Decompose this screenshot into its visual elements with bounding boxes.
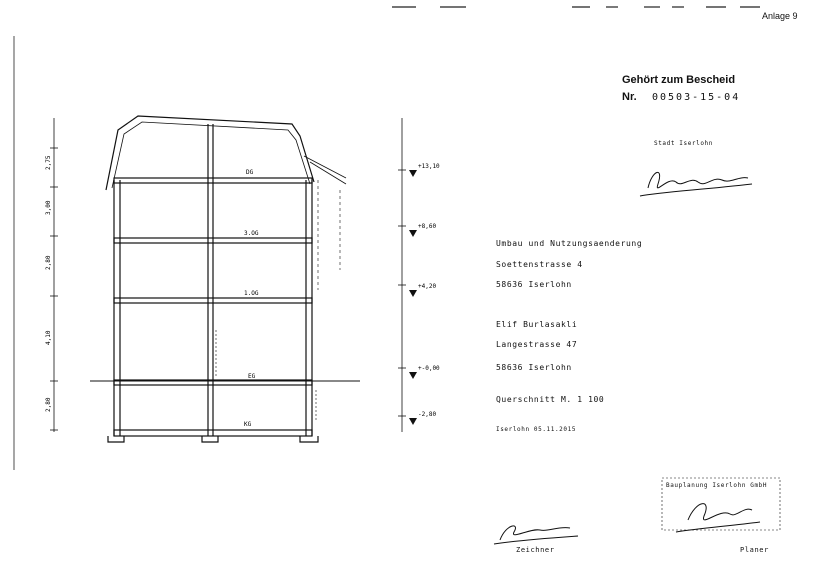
project-street: Soettenstrasse 4 [496, 260, 583, 269]
dim-label: 2,80 [45, 255, 52, 270]
stamp-nr-value: 00503-15-04 [652, 92, 741, 103]
owner-city: 58636 Iserlohn [496, 363, 572, 372]
elevation-label: -2,80 [418, 411, 436, 418]
room-label: EG [248, 373, 256, 380]
room-label: DG [246, 169, 254, 176]
project-city: 58636 Iserlohn [496, 280, 572, 289]
dim-label: 2,75 [45, 155, 52, 170]
scan-artifacts [13, 6, 760, 470]
room-label: 1.OG [244, 290, 259, 297]
owner-street: Langestrasse 47 [496, 340, 578, 349]
room-label: KG [244, 421, 252, 428]
owner-name: Elif Burlasakli [496, 320, 578, 329]
stamp-nr-label: Nr. [622, 91, 637, 103]
dim-label: 3,00 [45, 200, 52, 215]
project-description: Umbau und Nutzungsaenderung [496, 239, 643, 248]
stamp-authority: Stadt Iserlohn [654, 140, 713, 147]
annex-label: Anlage 9 [762, 11, 798, 21]
elevation-label: +-0,00 [418, 365, 440, 372]
dim-label: 4,10 [45, 330, 52, 345]
planner-caption: Planer [740, 546, 769, 554]
authority-signature [639, 172, 753, 197]
elevation-label: +4,20 [418, 283, 436, 290]
company-stamp: Bauplanung Iserlohn GmbH [666, 482, 768, 489]
drawing-title: Querschnitt M. 1 100 [496, 395, 605, 404]
room-label: 3.OG [244, 230, 259, 237]
drafter-signature [493, 525, 579, 545]
planner-signature [661, 477, 781, 533]
room-labels: DG 3.OG 1.OG EG KG [244, 169, 259, 428]
elevation-label: +8,60 [418, 223, 436, 230]
left-dimension-labels: 2,75 3,00 2,80 4,10 2,80 [45, 155, 52, 412]
left-dimension-chain [50, 118, 58, 432]
stamp-heading: Gehört zum Bescheid [622, 74, 736, 86]
elevation-labels: +13,10 +8,60 +4,20 +-0,00 -2,80 [418, 163, 440, 418]
elevation-label: +13,10 [418, 163, 440, 170]
drafter-caption: Zeichner [516, 546, 555, 554]
elevation-chain [398, 118, 406, 432]
elevation-markers [409, 170, 417, 425]
dim-label: 2,80 [45, 397, 52, 412]
cross-section [90, 115, 360, 443]
drawing-date: Iserlohn 05.11.2015 [496, 426, 577, 433]
